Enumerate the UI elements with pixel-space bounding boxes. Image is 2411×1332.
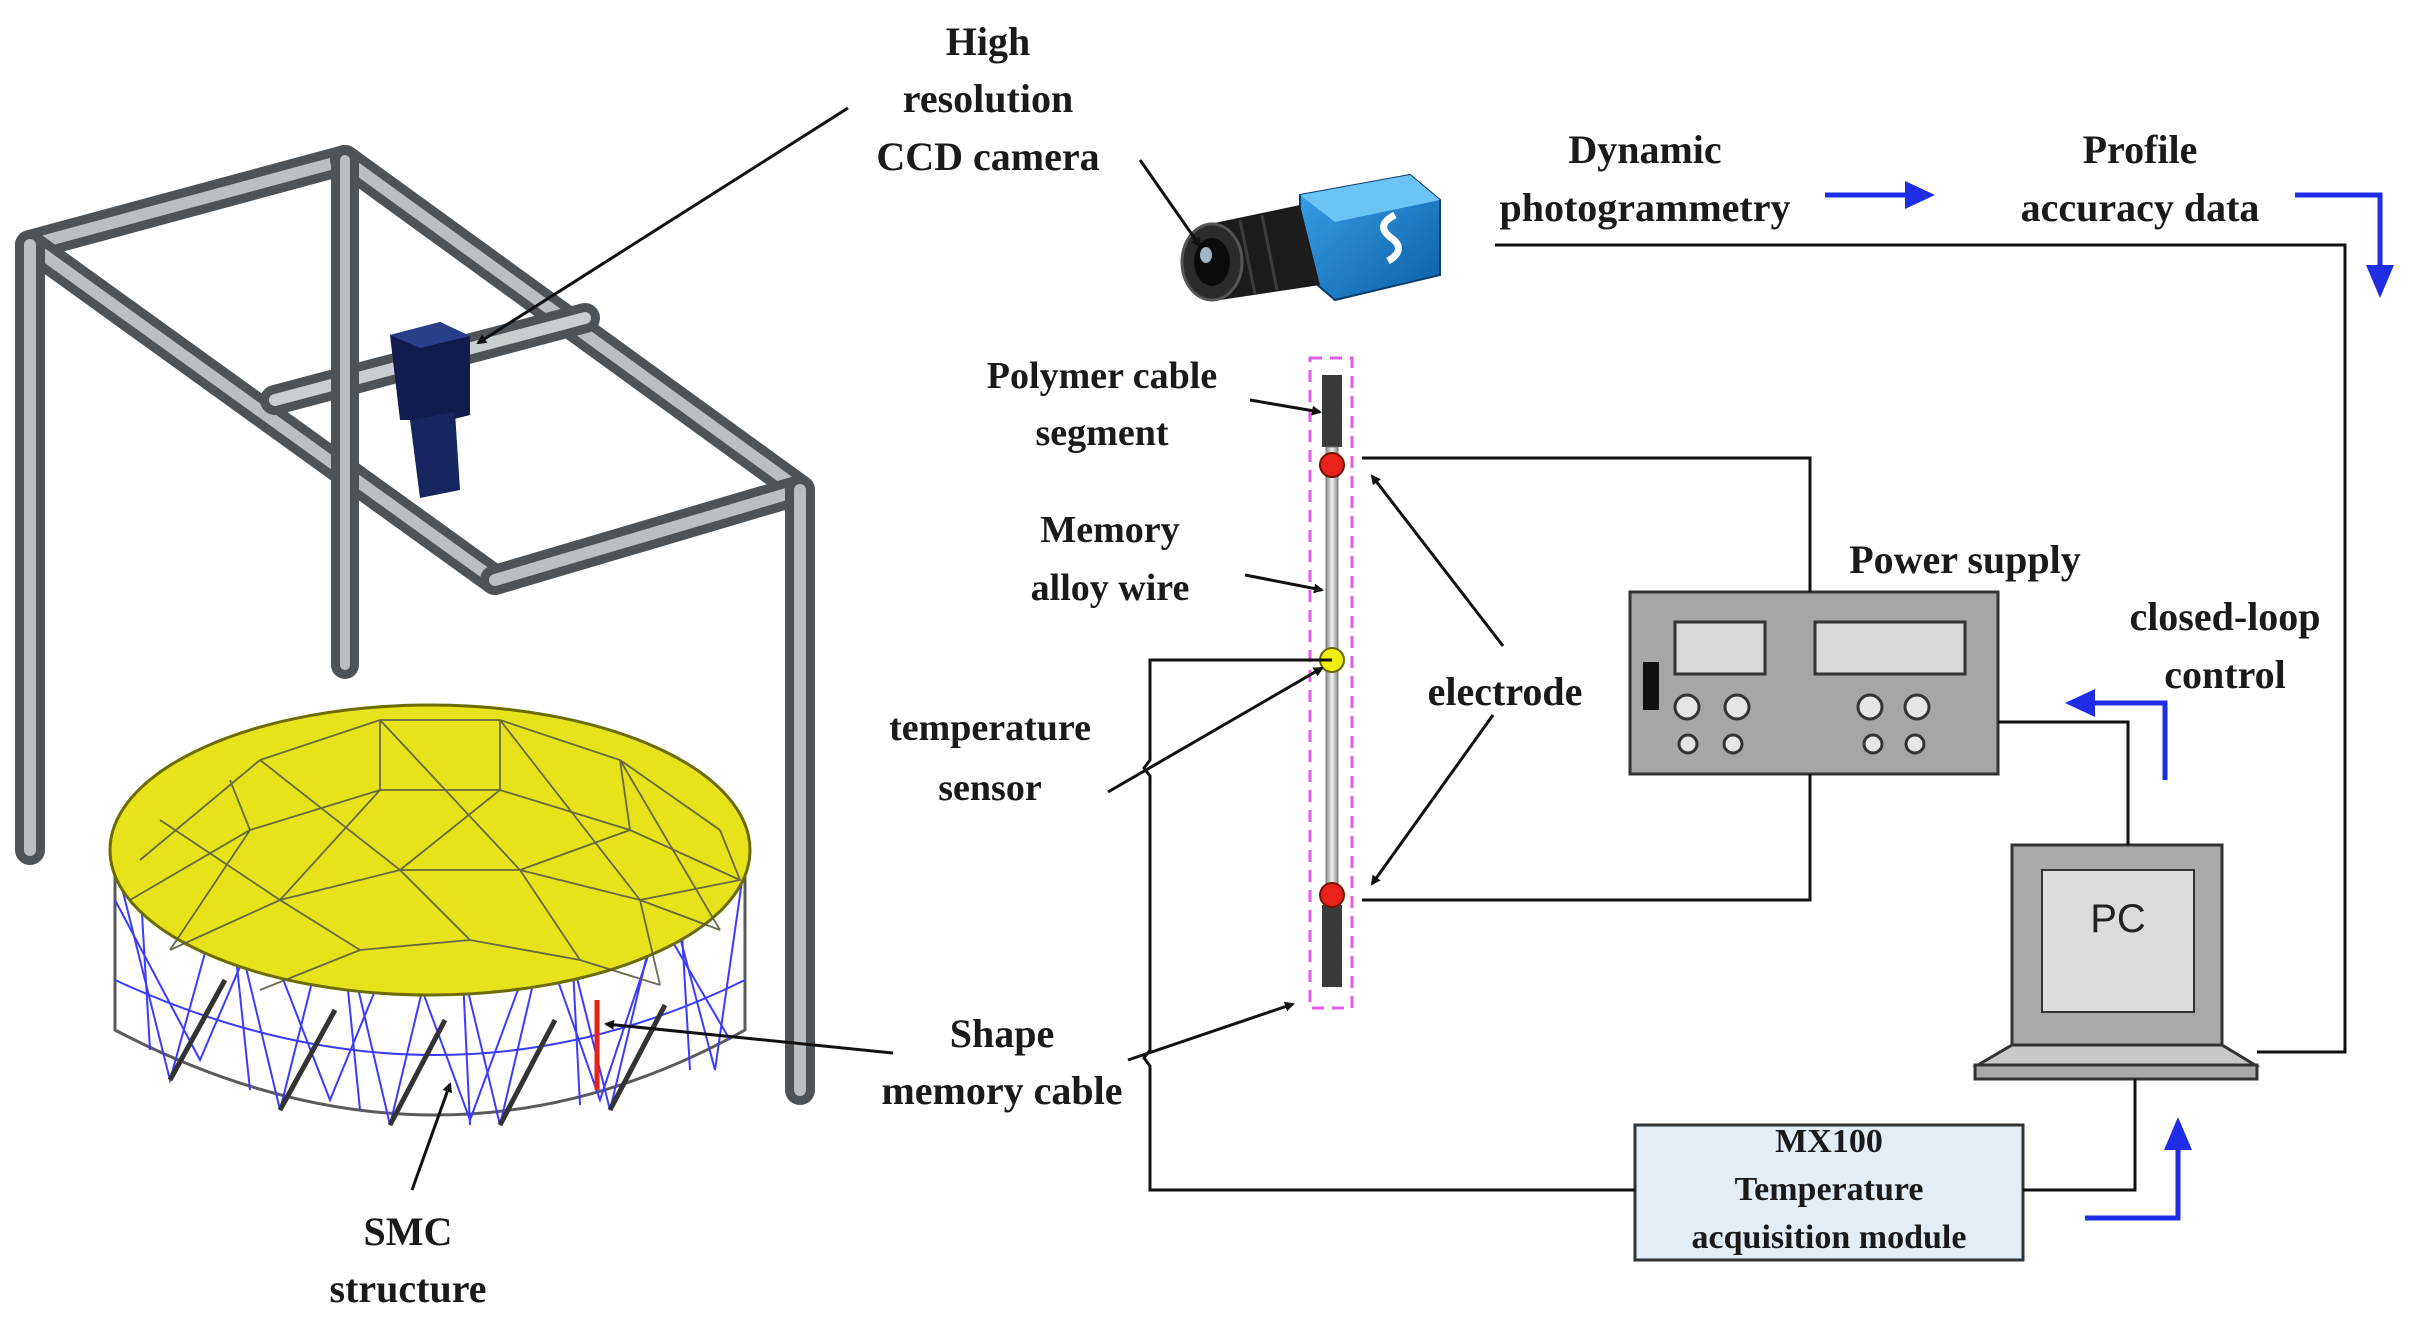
pc-laptop-icon xyxy=(1972,843,2261,1081)
camera-label-line2: resolution xyxy=(903,76,1073,121)
shape-memory-cable-label-line1: Shape xyxy=(950,1011,1055,1056)
polymer-label-line2: segment xyxy=(1036,412,1169,454)
bottom-electrode-dot xyxy=(1319,882,1345,908)
photogrammetry-label-line1: Dynamic xyxy=(1568,127,1721,172)
polymer-label-line1: Polymer cable xyxy=(987,355,1217,397)
smc-structure-model xyxy=(108,703,752,1127)
wiring xyxy=(1142,243,2347,1192)
pc-label: PC xyxy=(2090,897,2146,941)
mx100-label-line2: Temperature xyxy=(1735,1171,1924,1208)
top-electrode-dot xyxy=(1319,452,1345,478)
shape-memory-cable xyxy=(1308,356,1354,1010)
mx100-module-box xyxy=(1633,1123,2025,1262)
frame-camera-icon xyxy=(390,322,470,498)
flow-arrows xyxy=(1825,181,2394,1221)
memory-wire-label-line1: Memory xyxy=(1040,509,1179,551)
mx100-label-line3: acquisition module xyxy=(1692,1219,1967,1256)
photogrammetry-label-line2: photogrammetry xyxy=(1499,185,1790,230)
mx100-label-line1: MX100 xyxy=(1775,1123,1883,1160)
profile-label-line1: Profile xyxy=(2083,127,2198,172)
power-supply-icon xyxy=(1628,590,2000,776)
profile-label-line2: accuracy data xyxy=(2021,185,2260,230)
closed-loop-label-line2: control xyxy=(2164,652,2285,697)
steel-frame xyxy=(15,145,815,1105)
dashed-cable-box xyxy=(1308,356,1354,1010)
shape-memory-cable-label-line2: memory cable xyxy=(881,1068,1122,1113)
smc-structure-label-line1: SMC xyxy=(364,1209,453,1254)
camera-label-line3: CCD camera xyxy=(876,134,1099,179)
memory-wire-label-line2: alloy wire xyxy=(1031,567,1190,609)
electrode-label: electrode xyxy=(1428,669,1583,714)
pointer-arrows xyxy=(410,106,1505,1191)
power-supply-label: Power supply xyxy=(1849,537,2081,582)
temperature-sensor-label-line2: sensor xyxy=(938,767,1042,809)
closed-loop-label-line1: closed-loop xyxy=(2129,594,2320,639)
camera-label-line1: High xyxy=(946,19,1030,64)
smc-structure-label-line2: structure xyxy=(330,1266,487,1311)
temperature-sensor-label-line1: temperature xyxy=(889,707,1091,749)
ccd-camera-icon xyxy=(1180,173,1441,302)
